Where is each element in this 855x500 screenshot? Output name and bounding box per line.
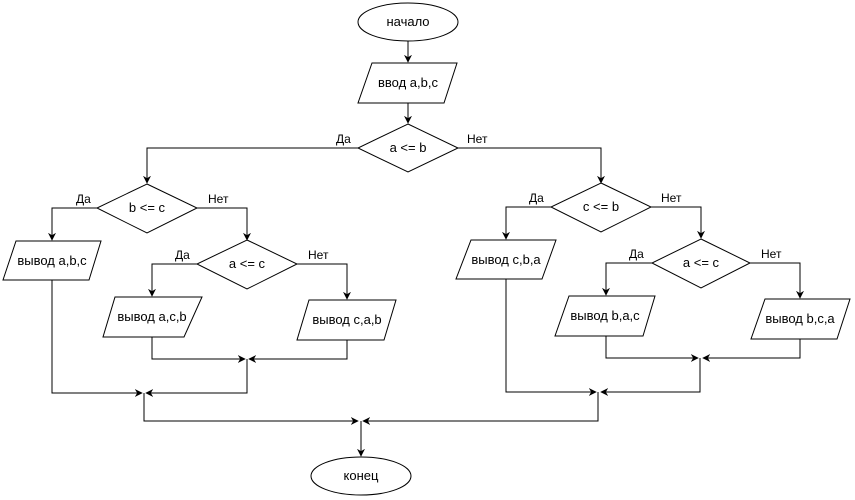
merge-o1 [51,280,143,397]
node-end-text: конец [344,468,379,483]
label-d2-no: Нет [208,192,229,206]
node-decision-2-text: b <= c [129,200,166,215]
node-decision-3-text: a <= c [229,256,266,271]
label-d3-yes: Да [175,248,190,262]
node-output-cba-text: вывод c,b,a [471,252,541,267]
label-d5-no: Нет [761,247,782,261]
node-decision-4[interactable]: c <= b [549,182,653,233]
label-d4-no: Нет [661,191,682,205]
label-d1-no: Нет [467,132,488,146]
edge-d5-o6 [750,262,804,299]
merge-o2 [151,337,246,363]
node-output-acb-text: вывод a,c,b [117,309,186,324]
merge-o3 [248,340,348,363]
label-d2-yes: Да [76,192,91,206]
node-decision-5-text: a <= c [683,255,720,270]
edge-d2-d3 [197,207,251,241]
edge-d5-o5 [602,262,652,296]
node-output-abc[interactable]: вывод a,b,c [2,240,102,281]
node-decision-4-text: c <= b [583,199,619,214]
label-d5-yes: Да [629,247,644,261]
merge-right-final [362,392,599,425]
branch-labels: Да Нет Да Нет Да Нет Да Нет Да Нет [76,132,782,262]
merge-right-inner [600,358,701,396]
node-end[interactable]: конец [310,456,412,496]
node-output-cba[interactable]: вывод c,b,a [455,239,557,280]
node-decision-1-text: a <= b [390,140,427,155]
edge-d1-d2 [143,147,358,184]
node-start[interactable]: начало [357,2,459,42]
label-d1-yes: Да [336,132,351,146]
connectors [48,41,804,457]
edge-d3-o2 [148,263,197,297]
node-output-bac-text: вывод b,a,c [570,308,640,323]
merge-o6 [702,339,801,362]
edge-d3-o3 [297,263,351,300]
merge-left-inner [145,359,248,397]
node-decision-1[interactable]: a <= b [356,123,460,173]
node-output-bca-text: вывод b,c,a [765,311,835,326]
edge-d4-o4 [502,206,551,240]
node-input[interactable]: ввод a,b,c [357,62,458,104]
node-decision-3[interactable]: a <= c [195,239,299,290]
node-output-cab-text: вывод c,a,b [312,312,381,327]
node-decision-5[interactable]: a <= c [650,238,752,289]
node-start-text: начало [386,14,429,29]
merge-o5 [605,336,699,362]
node-output-acb[interactable]: вывод a,c,b [102,296,203,338]
merge-left-final [143,393,359,425]
edge-d1-d4 [458,147,605,184]
node-output-cab[interactable]: вывод c,a,b [296,299,397,341]
label-d3-no: Нет [308,248,329,262]
label-d4-yes: Да [529,191,544,205]
edge-d4-d5 [651,206,705,239]
node-output-abc-text: вывод a,b,c [17,253,87,268]
node-decision-2[interactable]: b <= c [95,183,199,234]
merge-o4 [505,279,597,396]
node-output-bac[interactable]: вывод b,a,c [554,295,656,337]
node-output-bca[interactable]: вывод b,c,a [750,298,851,340]
edge-d2-o1 [48,207,97,241]
node-input-text: ввод a,b,c [378,75,438,90]
